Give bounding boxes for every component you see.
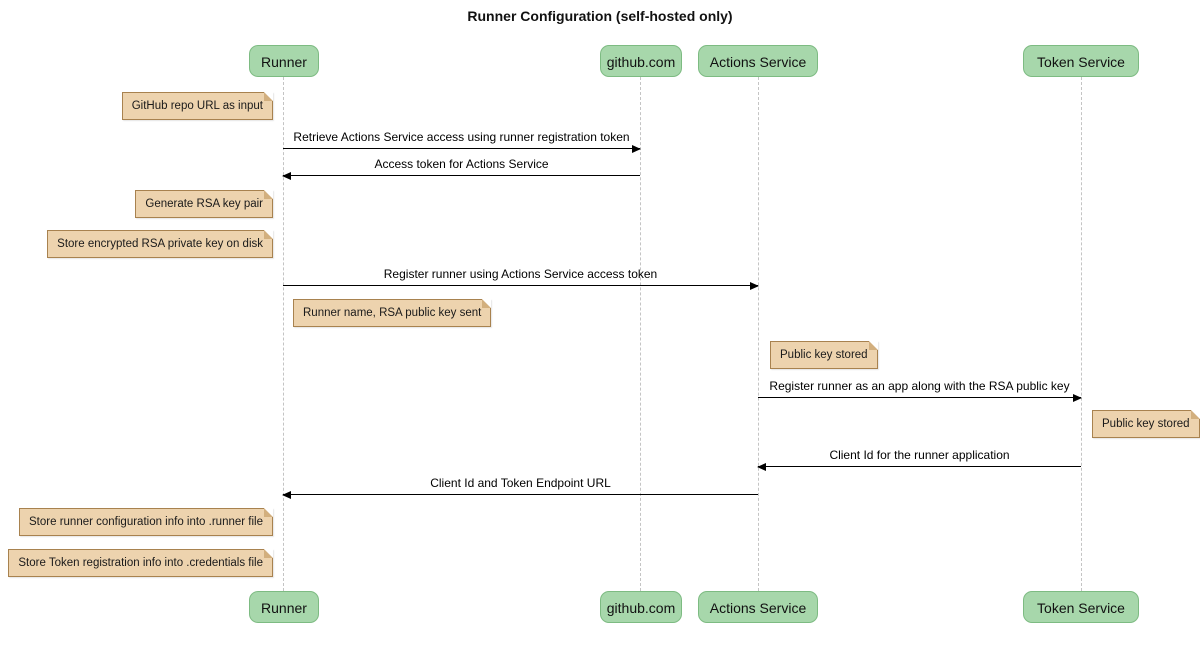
note-text: Store Token registration info into .cred…	[18, 557, 263, 569]
note-fold-icon	[264, 190, 273, 199]
arrowhead-left-icon	[757, 463, 766, 471]
note-store-runner-file: Store runner configuration info into .ru…	[19, 508, 273, 536]
lifeline-github	[640, 77, 641, 591]
note-github-repo-url: GitHub repo URL as input	[121, 92, 273, 120]
lifeline-token-service	[1081, 77, 1082, 591]
participant-token-service-bottom: Token Service	[1023, 591, 1139, 623]
participant-github-bottom: github.com	[600, 591, 682, 623]
note-text: Generate RSA key pair	[145, 198, 263, 210]
note-text: Public key stored	[1102, 418, 1190, 430]
message-label: Client Id for the runner application	[829, 448, 1010, 462]
note-fold-icon	[264, 549, 273, 558]
note-fold-icon	[482, 299, 492, 308]
arrowhead-right-icon	[632, 145, 641, 153]
arrowhead-right-icon	[1073, 394, 1082, 402]
note-fold-icon	[868, 341, 878, 350]
note-text: Runner name, RSA public key sent	[303, 307, 482, 319]
participant-runner-bottom: Runner	[249, 591, 319, 623]
message-client-id: Client Id for the runner application	[757, 448, 1081, 471]
participant-runner-top: Runner	[249, 45, 319, 77]
participant-actions-service-top: Actions Service	[698, 45, 818, 77]
message-register-app: Register runner as an app along with the…	[758, 379, 1082, 402]
message-arrow-line	[758, 394, 1082, 402]
note-runner-name-sent: Runner name, RSA public key sent	[293, 299, 492, 327]
note-generate-rsa: Generate RSA key pair	[135, 190, 273, 218]
note-public-key-stored-token: Public key stored	[1092, 410, 1200, 438]
participant-actions-service-bottom: Actions Service	[698, 591, 818, 623]
note-store-private-key: Store encrypted RSA private key on disk	[47, 230, 273, 258]
arrowhead-right-icon	[750, 282, 759, 290]
message-retrieve-access: Retrieve Actions Service access using ru…	[283, 130, 641, 153]
note-fold-icon	[264, 508, 273, 517]
message-register-runner: Register runner using Actions Service ac…	[283, 267, 759, 290]
arrowhead-left-icon	[282, 491, 291, 499]
arrowhead-left-icon	[282, 172, 291, 180]
note-fold-icon	[1190, 410, 1200, 419]
note-text: Store encrypted RSA private key on disk	[57, 238, 263, 250]
message-access-token: Access token for Actions Service	[282, 157, 640, 180]
diagram-title: Runner Configuration (self-hosted only)	[467, 8, 733, 24]
note-fold-icon	[264, 230, 273, 239]
message-label: Client Id and Token Endpoint URL	[430, 476, 611, 490]
message-client-id-endpoint: Client Id and Token Endpoint URL	[282, 476, 758, 499]
note-fold-icon	[264, 92, 273, 101]
message-arrow-line	[282, 491, 758, 499]
participant-token-service-top: Token Service	[1023, 45, 1139, 77]
message-arrow-line	[283, 145, 641, 153]
note-text: Public key stored	[780, 349, 868, 361]
note-text: Store runner configuration info into .ru…	[29, 516, 263, 528]
message-arrow-line	[282, 172, 640, 180]
message-label: Register runner using Actions Service ac…	[383, 267, 658, 281]
lifeline-runner	[283, 77, 284, 591]
message-label: Register runner as an app along with the…	[769, 379, 1070, 393]
note-public-key-stored-actions: Public key stored	[770, 341, 878, 369]
message-arrow-line	[757, 463, 1081, 471]
message-label: Access token for Actions Service	[374, 157, 549, 171]
message-label: Retrieve Actions Service access using ru…	[293, 130, 630, 144]
note-store-credentials-file: Store Token registration info into .cred…	[8, 549, 273, 577]
participant-github-top: github.com	[600, 45, 682, 77]
lifeline-actions-service	[758, 77, 759, 591]
message-arrow-line	[283, 282, 759, 290]
note-text: GitHub repo URL as input	[131, 100, 263, 112]
